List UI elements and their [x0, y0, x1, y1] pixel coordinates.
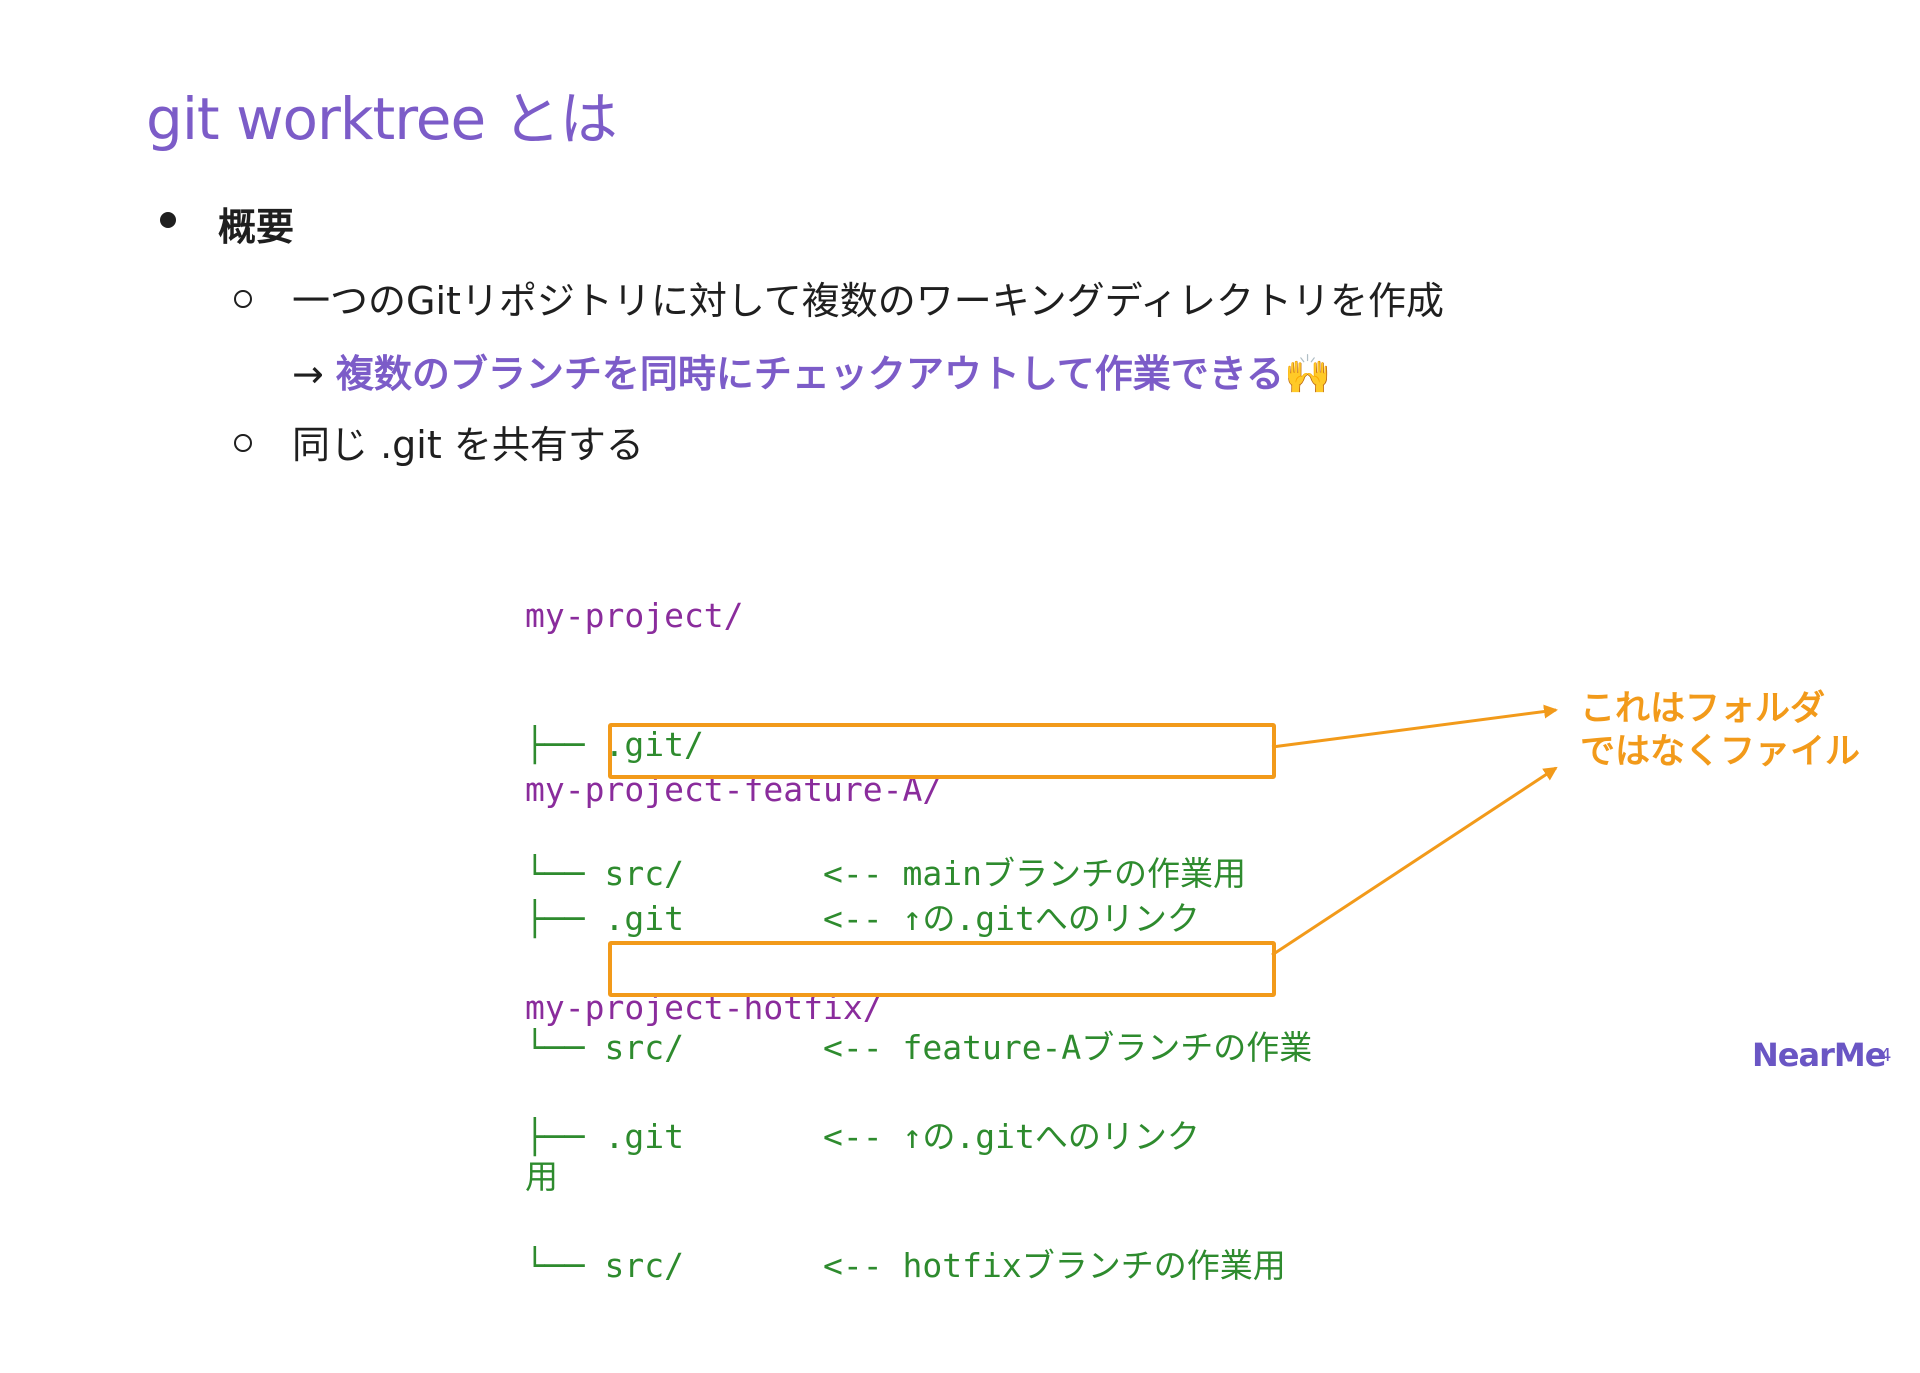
- callout-note: これはフォルダ ではなくファイル: [1580, 688, 1860, 774]
- nearme-logo: NearMe: [1752, 1036, 1886, 1074]
- tree-line: └── src/ <-- hotfixブランチの作業用: [525, 1246, 1286, 1285]
- highlight-box-feature: [608, 723, 1276, 779]
- tree-line: ├── .git <-- ↑の.gitへのリンク: [525, 1117, 1200, 1156]
- slide-title: git worktree とは: [146, 85, 618, 153]
- tree-block-main: my-project/ ├── .git/ └── src/ <-- mainブ…: [525, 508, 1246, 981]
- callout-arrow-2: [1271, 766, 1558, 957]
- sub-bullet-circle-1: [234, 290, 252, 308]
- arrow-prefix: →: [292, 352, 336, 396]
- benefit-highlight: 複数のブランチを同時にチェックアウトして作業できる: [335, 352, 1285, 396]
- tree-dir: my-project/: [525, 596, 744, 635]
- bullet-dot: [160, 212, 176, 228]
- benefit-line: → 複数のブランチを同時にチェックアウトして作業できる🙌: [292, 343, 1331, 398]
- callout-arrows: [1271, 704, 1558, 957]
- sub-bullet-text-1: 一つのGitリポジトリに対して複数のワーキングディレクトリを作成: [292, 279, 1444, 323]
- tree-line: └── src/ <-- mainブランチの作業用: [525, 854, 1246, 893]
- sub-bullet-circle-2: [234, 434, 252, 452]
- slide: git worktree とは 概要 一つのGitリポジトリに対して複数のワーキ…: [146, 85, 1892, 1285]
- tree-line: ├── .git <-- ↑の.gitへのリンク: [525, 899, 1200, 938]
- callout-arrow-1: [1271, 704, 1558, 749]
- bullet-heading: 概要: [218, 205, 295, 249]
- tree-line: ├── .git/: [525, 725, 704, 764]
- sub-bullet-text-2: 同じ .git を共有する: [292, 423, 644, 467]
- callout-note-line-2: ではなくファイル: [1580, 732, 1861, 772]
- page-number: 4: [1880, 1045, 1892, 1066]
- highlight-box-hotfix: [608, 941, 1276, 997]
- raising-hands-icon: 🙌: [1284, 352, 1332, 396]
- tree-line: └── src/ <-- feature-Aブランチの作業: [525, 1028, 1313, 1067]
- callout-note-line-1: これはフォルダ: [1580, 689, 1826, 729]
